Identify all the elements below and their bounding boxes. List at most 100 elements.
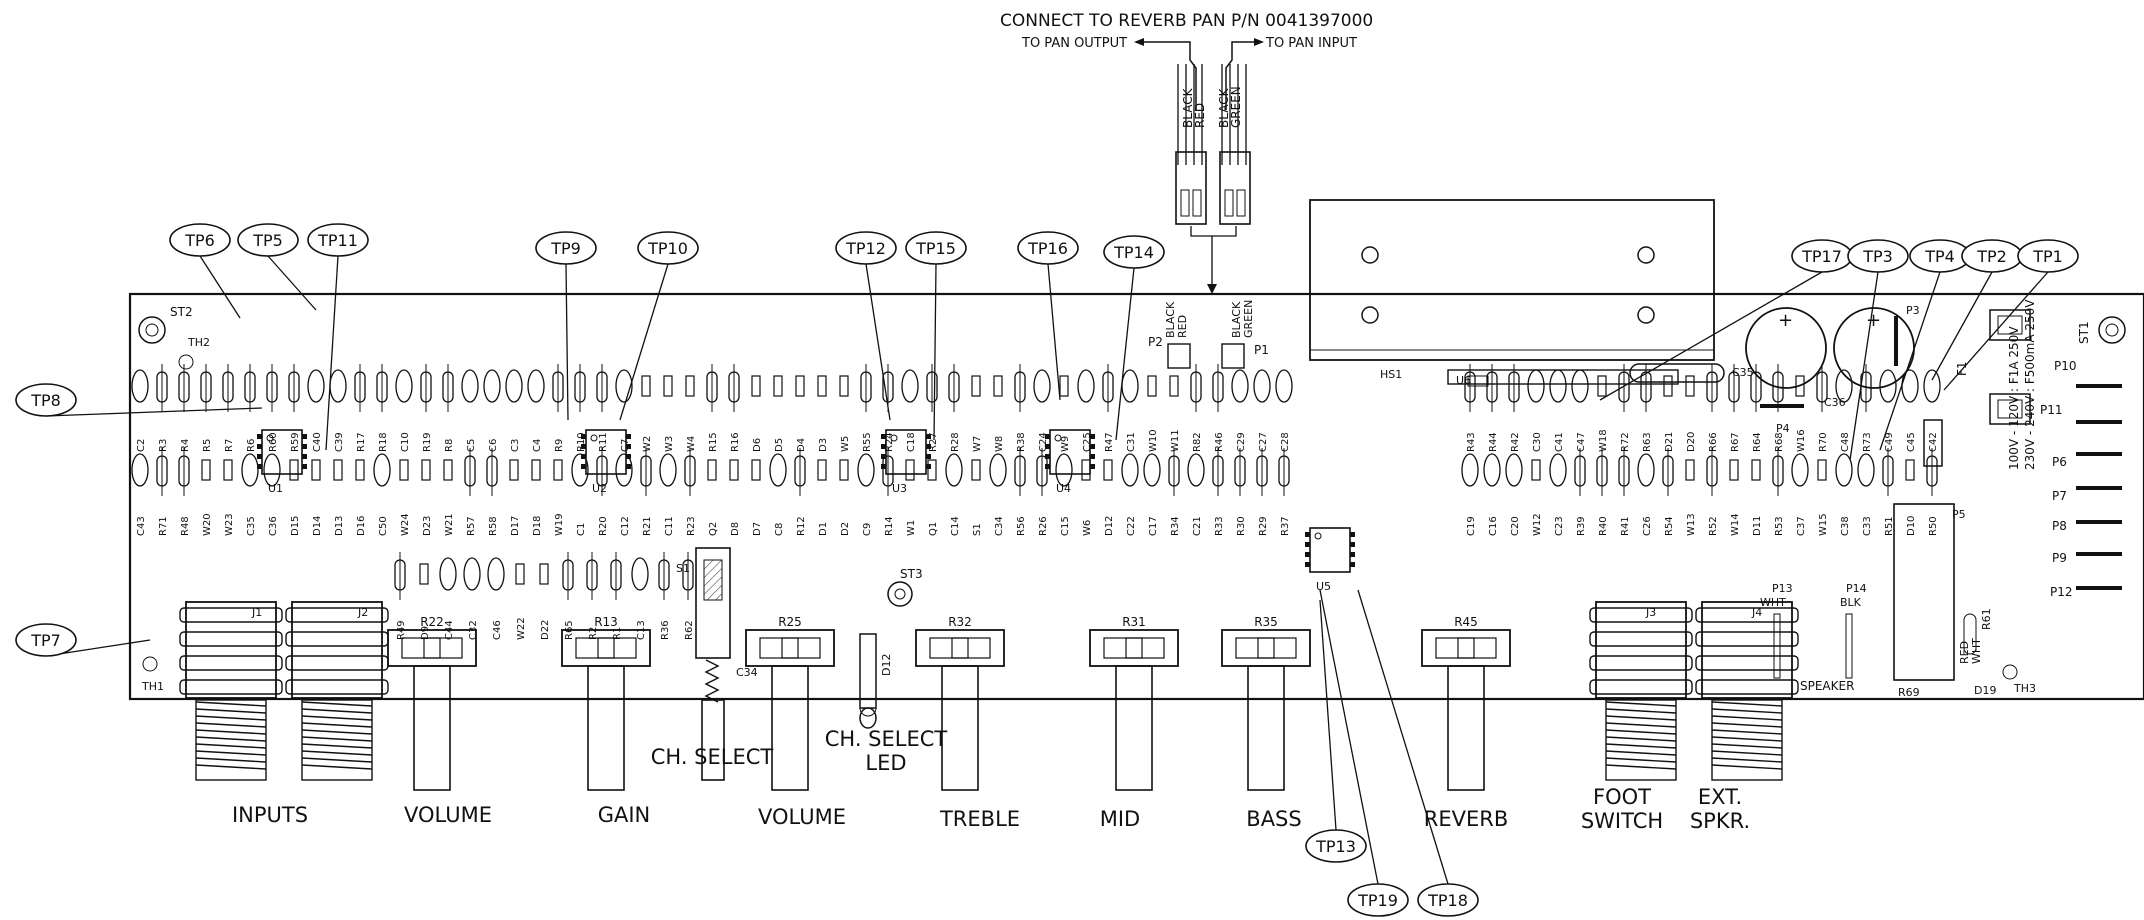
- component-d7: D7: [751, 459, 763, 536]
- svg-text:REVERB: REVERB: [1424, 807, 1509, 831]
- control-label-6: TREBLE: [939, 807, 1020, 831]
- component-c17: C17: [1143, 453, 1161, 536]
- svg-text:R31: R31: [1122, 615, 1146, 629]
- svg-text:BLK: BLK: [1840, 596, 1862, 609]
- component-d14: D14: [311, 459, 323, 536]
- svg-text:R12: R12: [796, 516, 807, 536]
- component-c5: C5: [461, 369, 479, 452]
- svg-text:C19: C19: [1466, 516, 1477, 536]
- svg-text:TP11: TP11: [317, 231, 358, 250]
- svg-text:BASS: BASS: [1246, 807, 1301, 831]
- component-c33: C33: [1857, 453, 1875, 536]
- svg-text:P1: P1: [1254, 343, 1269, 357]
- component-r37: R37: [1278, 448, 1291, 536]
- svg-text:TP16: TP16: [1027, 239, 1068, 258]
- svg-text:C9: C9: [862, 523, 873, 536]
- component-c27: C27: [1253, 369, 1271, 452]
- svg-text:C37: C37: [1796, 516, 1807, 536]
- svg-text:C13: C13: [636, 620, 647, 640]
- component-w6: W6: [1081, 459, 1093, 536]
- svg-text:D18: D18: [532, 516, 543, 536]
- component-r4: R4: [178, 364, 191, 452]
- svg-text:GAIN: GAIN: [598, 803, 651, 827]
- component-r18: R18: [376, 364, 389, 452]
- pot-r31: R31: [1089, 615, 1179, 791]
- component-r70: R70: [1816, 364, 1829, 452]
- svg-text:R29: R29: [1258, 516, 1269, 536]
- component-c7: C7: [615, 369, 633, 452]
- svg-text:C17: C17: [1148, 516, 1159, 536]
- resistor-r69: R69: [1893, 503, 1955, 699]
- svg-text:ST2: ST2: [170, 305, 193, 319]
- channel-select-switch-s1: S1 C34: [676, 547, 758, 781]
- svg-text:VOLUME: VOLUME: [758, 805, 846, 829]
- component-c9: C9: [857, 453, 875, 536]
- component-r64: R64: [1750, 364, 1763, 452]
- component-r1: R1: [610, 552, 623, 640]
- svg-text:W1: W1: [906, 520, 917, 536]
- heatsink-label: HS1: [1380, 368, 1402, 381]
- svg-text:R10: R10: [576, 432, 587, 452]
- svg-text:R7: R7: [224, 439, 235, 452]
- svg-text:W16: W16: [1796, 429, 1807, 452]
- component-c41: C41: [1549, 369, 1567, 452]
- svg-text:W7: W7: [972, 436, 983, 452]
- svg-text:W12: W12: [1532, 513, 1543, 536]
- control-label-2: GAIN: [598, 803, 651, 827]
- svg-text:R61: R61: [1980, 608, 1993, 630]
- svg-text:C46: C46: [492, 620, 503, 640]
- svg-text:R13: R13: [594, 615, 618, 629]
- svg-text:R51: R51: [1884, 516, 1895, 536]
- svg-text:R37: R37: [1280, 516, 1291, 536]
- ic-u4: U4: [1045, 429, 1095, 495]
- component-d16: D16: [355, 459, 367, 536]
- svg-text:C25: C25: [1082, 432, 1093, 452]
- ic-u6: U6: [1456, 374, 1489, 387]
- svg-text:W21: W21: [444, 513, 455, 536]
- svg-text:D12: D12: [880, 654, 893, 676]
- pot-r45: R45: [1421, 615, 1511, 791]
- svg-text:C6: C6: [488, 439, 499, 452]
- svg-text:R14: R14: [884, 516, 895, 536]
- svg-text:R59: R59: [290, 432, 301, 452]
- component-d9: D9: [419, 563, 431, 640]
- connector-p2: P2 BLACK RED: [1148, 301, 1191, 369]
- svg-text:R17: R17: [356, 432, 367, 452]
- svg-text:R67: R67: [1730, 432, 1741, 452]
- svg-text:+: +: [1778, 310, 1793, 331]
- test-point-tp13: TP13: [1305, 599, 1367, 863]
- svg-text:R33: R33: [1214, 516, 1225, 536]
- svg-text:R45: R45: [1454, 615, 1478, 629]
- component-r3: R3: [156, 364, 169, 452]
- svg-text:C23: C23: [1554, 516, 1565, 536]
- svg-text:P5: P5: [1952, 508, 1966, 521]
- component-r47: R47: [1102, 364, 1115, 452]
- svg-text:R5: R5: [202, 439, 213, 452]
- svg-text:C24: C24: [1038, 432, 1049, 452]
- svg-text:D4: D4: [796, 438, 807, 452]
- svg-text:R69: R69: [1898, 686, 1920, 699]
- svg-text:D12: D12: [1104, 516, 1115, 536]
- svg-text:R4: R4: [180, 439, 191, 452]
- svg-text:R43: R43: [1466, 432, 1477, 452]
- component-w4: W4: [685, 375, 697, 452]
- component-r30: R30: [1234, 448, 1247, 536]
- svg-text:TP15: TP15: [915, 239, 956, 258]
- component-r39: R39: [1574, 448, 1587, 536]
- component-w14: W14: [1729, 459, 1741, 536]
- component-c49: C49: [1879, 369, 1897, 452]
- component-c34: C34: [989, 453, 1007, 536]
- component-s1: S1: [971, 459, 983, 536]
- svg-text:D7: D7: [752, 522, 763, 536]
- svg-text:D5: D5: [774, 438, 785, 452]
- component-d3: D3: [817, 375, 829, 452]
- component-r51: R51: [1882, 448, 1895, 536]
- component-r14: R14: [882, 448, 895, 536]
- svg-text:R62: R62: [684, 620, 695, 640]
- component-r62: R62: [682, 552, 695, 640]
- jack-j4: J4: [1695, 601, 1799, 781]
- component-r50: R50: [1926, 448, 1939, 536]
